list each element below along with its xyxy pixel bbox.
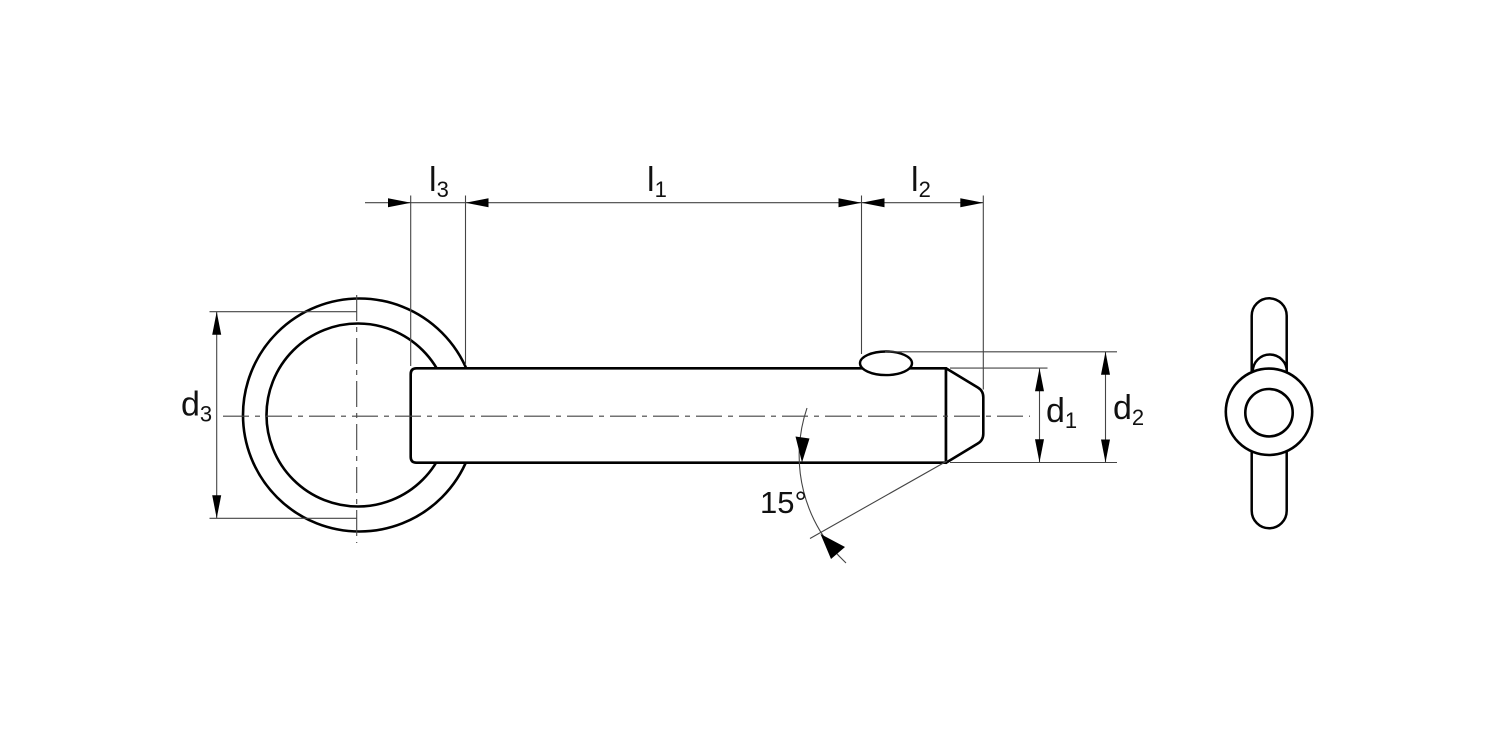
arrow-d1-up bbox=[1035, 368, 1044, 392]
label-d3: d3 bbox=[181, 386, 212, 427]
arrow-l1-left bbox=[465, 198, 489, 208]
arrow-l3-left bbox=[388, 198, 411, 208]
pin-tip-chamfer bbox=[944, 367, 985, 464]
chamfer-reference-line bbox=[809, 460, 948, 539]
d3-dimension: d3 bbox=[181, 311, 357, 519]
arrow-d2-up bbox=[1101, 351, 1110, 375]
pin-body bbox=[409, 367, 948, 464]
arrow-l2-right bbox=[960, 198, 984, 208]
arrow-l1-right bbox=[838, 198, 862, 208]
arrow-d1-down bbox=[1035, 439, 1044, 463]
label-d1: d1 bbox=[1046, 392, 1077, 433]
length-dimensions: l3 l1 l2 bbox=[365, 161, 984, 390]
arrow-d2-down bbox=[1101, 439, 1110, 463]
label-l1: l1 bbox=[647, 161, 667, 202]
label-chamfer-angle: 15° bbox=[760, 485, 807, 520]
label-d2: d2 bbox=[1113, 389, 1144, 430]
detent-ball bbox=[858, 350, 914, 377]
arrow-d3-up bbox=[212, 311, 222, 335]
arrow-d3-down bbox=[212, 495, 222, 519]
label-l3: l3 bbox=[429, 161, 449, 202]
centerlines bbox=[223, 295, 1030, 543]
end-view bbox=[1224, 297, 1314, 530]
end-view-inner-circle bbox=[1244, 387, 1295, 438]
chamfer-angle-dimension: 15° bbox=[760, 407, 948, 564]
end-view-pin-circle bbox=[1224, 367, 1314, 457]
label-l2: l2 bbox=[911, 161, 931, 202]
dimension-arrowheads bbox=[388, 198, 984, 208]
d1-d2-dimensions: d1 d2 bbox=[885, 351, 1144, 464]
arrow-angle-bottom bbox=[820, 534, 845, 559]
arrow-l2-left bbox=[861, 198, 885, 208]
arrow-angle-top bbox=[795, 436, 810, 463]
